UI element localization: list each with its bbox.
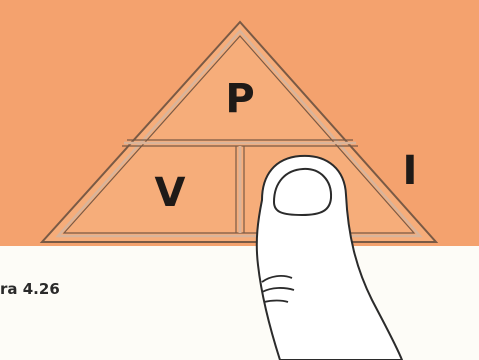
figure-caption: ra 4.26 [0,280,60,298]
